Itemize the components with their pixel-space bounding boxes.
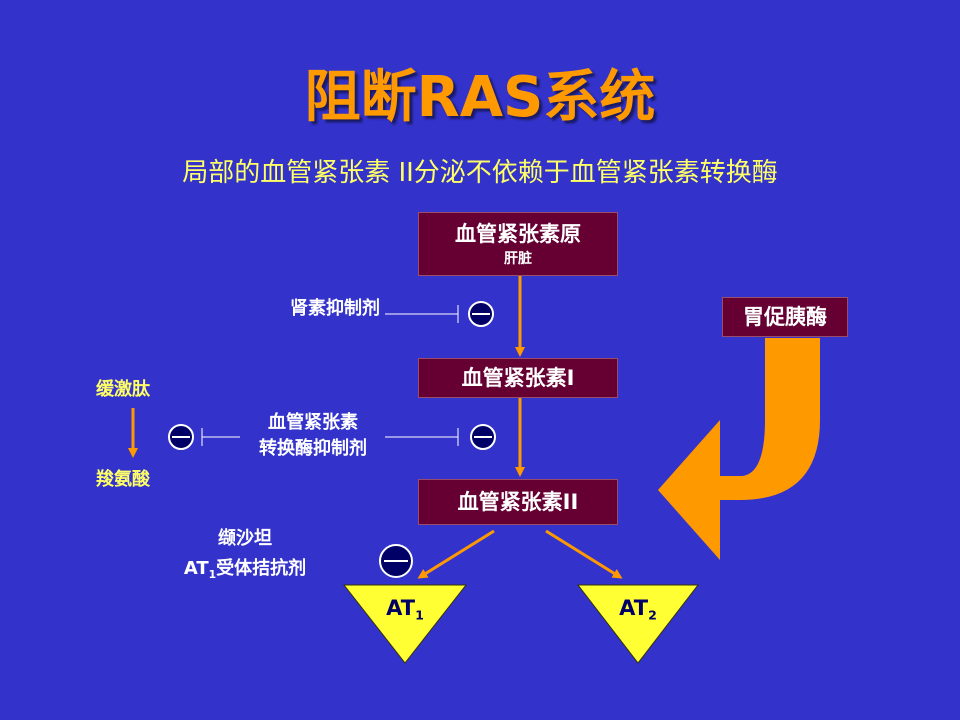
ace-inhibitor-label: 血管紧张素 转换酶抑制剂 [230,410,396,462]
arrow-ang2-to-at1 [417,529,495,579]
arb-class-name: AT1受体拮抗剂 [183,558,307,581]
minus-icon-arb [379,544,413,578]
minus-icon-ace-right [470,424,496,450]
node-angiotensinogen-sublabel: 肝脏 [504,251,532,267]
renin-inhibitor-label: 肾素抑制剂 [290,298,380,319]
node-angiotensinogen: 血管紧张素原 肝脏 [418,212,618,276]
ace-inhibitor-line1: 血管紧张素 [268,412,358,433]
bradykinin-label: 缓激肽 [96,379,150,400]
arb-drug-name: 缬沙坦 [218,528,272,549]
arrow-ang2-to-at2 [545,529,623,579]
slide-title: 阻断RAS系统 [304,65,656,130]
bradykinin-product-label: 羧氨酸 [96,469,150,490]
arb-label: 缬沙坦 AT1受体拮抗剂 [150,524,340,590]
at1-receptor-label: AT1 [386,596,424,623]
slide-subtitle: 局部的血管紧张素 II分泌不依赖于血管紧张素转换酶 [182,158,778,188]
ace-inhibitor-line-right [385,428,459,446]
node-chymase: 胃促胰酶 [722,297,848,337]
renin-inhibitor-line [385,305,459,323]
ace-inhibitor-line2: 转换酶抑制剂 [259,438,367,459]
node-angiotensinogen-label: 血管紧张素原 [455,222,581,246]
at2-receptor-label: AT2 [619,596,657,623]
ace-inhibitor-line-left [201,428,240,446]
minus-icon-ace-left [168,424,194,450]
minus-icon-renin [468,301,494,327]
node-angiotensin-1: 血管紧张素I [418,358,618,398]
at2-triangle [576,584,700,664]
chymase-curved-arrow [658,338,820,560]
node-angiotensin-2: 血管紧张素II [418,479,618,525]
at1-triangle [342,584,468,664]
